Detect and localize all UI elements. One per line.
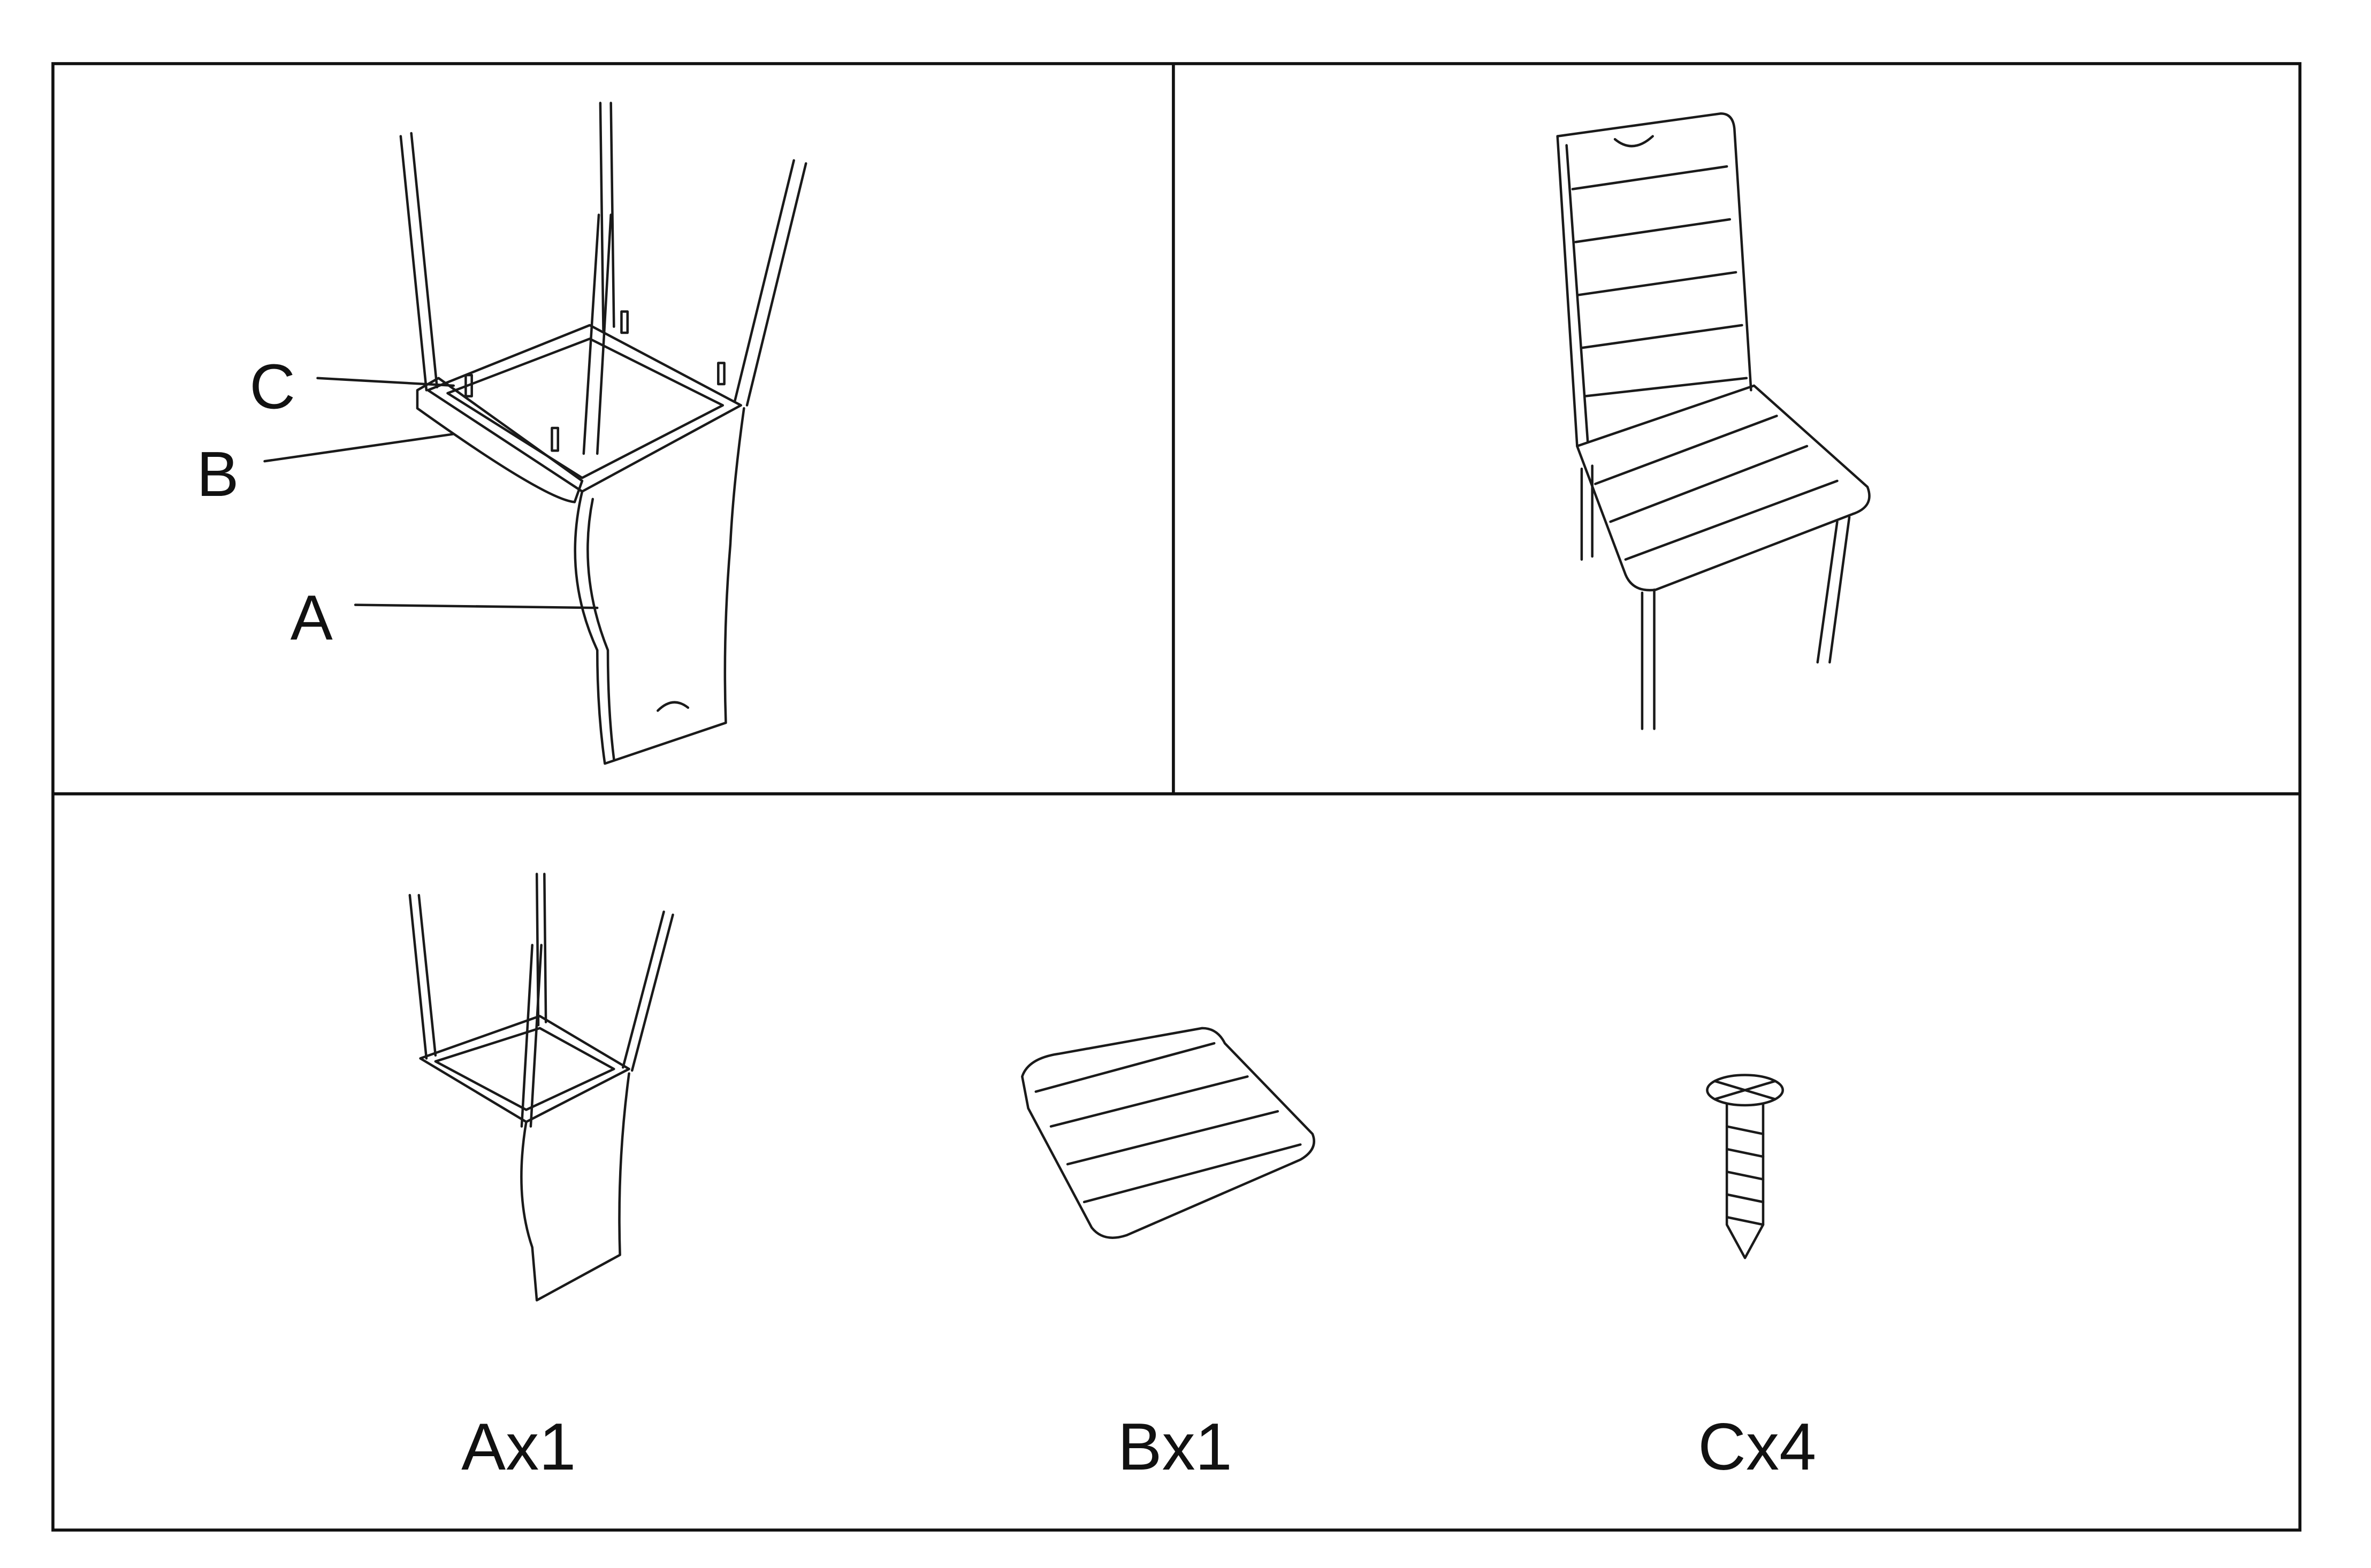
leader-lines xyxy=(263,377,599,609)
screws-c xyxy=(464,310,726,452)
frame xyxy=(51,62,2302,1532)
part-c-quantity: Cx4 xyxy=(1698,1410,1816,1484)
label-b: B xyxy=(196,439,239,510)
label-a: A xyxy=(291,583,333,654)
part-b-quantity: Bx1 xyxy=(1118,1410,1232,1484)
part-b-drawing xyxy=(1021,1027,1315,1239)
seat-b xyxy=(416,377,584,503)
label-c: C xyxy=(249,351,295,422)
part-a-quantity: Ax1 xyxy=(461,1410,576,1484)
part-a-drawing xyxy=(408,873,674,1302)
assembly-step-diagram: C B A xyxy=(196,102,807,765)
part-c-drawing xyxy=(1706,1074,1784,1259)
assembled-chair xyxy=(1556,112,1871,730)
